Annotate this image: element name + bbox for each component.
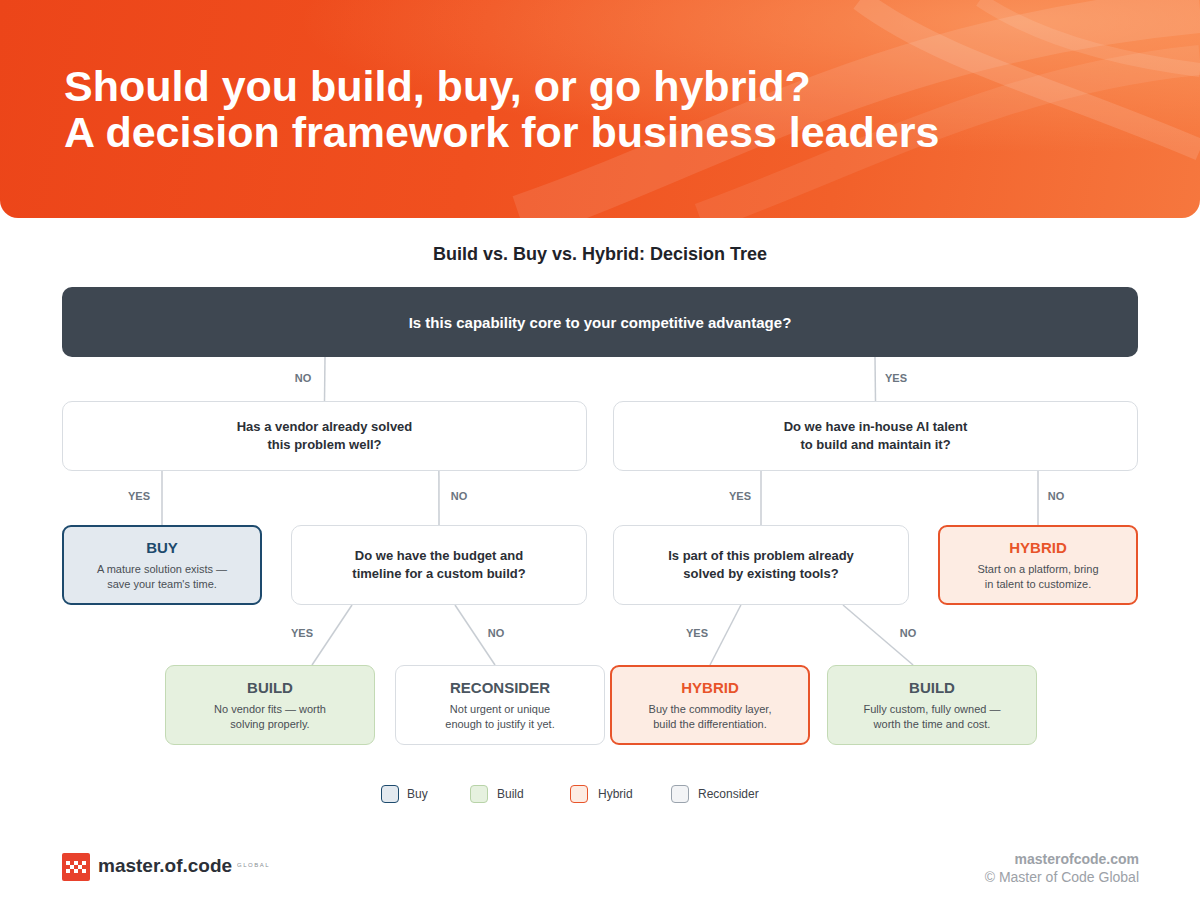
legend-label: Build xyxy=(497,787,524,802)
copyright: © Master of Code Global xyxy=(839,868,1139,886)
decision-box: Do we have in-house AI talent to build a… xyxy=(613,401,1138,471)
branch-label: NO xyxy=(900,627,917,639)
hybrid-outcome: HYBRID Start on a platform, bring in tale… xyxy=(938,525,1138,605)
outcome-description: No vendor fits — worth solving properly. xyxy=(205,702,335,732)
page-title: Should you build, buy, or go hybrid? xyxy=(64,63,811,109)
legend-label: Buy xyxy=(407,787,428,802)
outcome-heading: BUY xyxy=(146,539,178,557)
decision-box: Has a vendor already solved this problem… xyxy=(62,401,587,471)
connector-line xyxy=(874,357,876,401)
question-text: Is part of this problem already solved b… xyxy=(661,547,861,583)
root-question: Is this capability core to your competit… xyxy=(62,287,1138,357)
logo-icon xyxy=(62,853,90,881)
website: masterofcode.com xyxy=(839,850,1139,868)
legend-label: Hybrid xyxy=(598,787,633,802)
legend-swatch xyxy=(381,785,399,803)
question-text: Do we have in-house AI talent to build a… xyxy=(779,418,973,454)
outcome-description: Not urgent or unique enough to justify i… xyxy=(440,702,560,732)
connector-line xyxy=(312,605,352,665)
branch-label: NO xyxy=(488,627,505,639)
build-outcome: BUILD Fully custom, fully owned — worth t… xyxy=(827,665,1037,745)
connector-line xyxy=(161,471,163,525)
reconsider-outcome: RECONSIDER Not urgent or unique enough to… xyxy=(395,665,605,745)
outcome-heading: BUILD xyxy=(909,679,955,697)
legend-swatch xyxy=(671,785,689,803)
branch-label: NO xyxy=(451,490,468,502)
connector-line xyxy=(324,357,326,401)
outcome-description: Buy the commodity layer, build the diffe… xyxy=(645,702,775,732)
branch-label: YES xyxy=(885,372,907,384)
outcome-heading: HYBRID xyxy=(681,679,739,697)
connector-line xyxy=(1037,471,1039,525)
outcome-description: A mature solution exists — save your tea… xyxy=(92,562,232,592)
legend-label: Reconsider xyxy=(698,787,759,802)
buy-outcome: BUY A mature solution exists — save your … xyxy=(62,525,262,605)
branch-label: NO xyxy=(295,372,312,384)
connector-line xyxy=(438,471,440,525)
legend-swatch xyxy=(570,785,588,803)
branch-label: YES xyxy=(729,490,751,502)
branch-label: YES xyxy=(291,627,313,639)
branch-label: YES xyxy=(686,627,708,639)
build-outcome: BUILD No vendor fits — worth solving prop… xyxy=(165,665,375,745)
connector-line xyxy=(710,605,741,665)
outcome-heading: HYBRID xyxy=(1009,539,1067,557)
question-text: Has a vendor already solved this problem… xyxy=(230,418,420,454)
chart-heading: Build vs. Buy vs. Hybrid: Decision Tree xyxy=(300,243,900,265)
page-subtitle: A decision framework for business leader… xyxy=(64,109,939,155)
hybrid-outcome: HYBRID Buy the commodity layer, build the… xyxy=(610,665,810,745)
outcome-description: Fully custom, fully owned — worth the ti… xyxy=(857,702,1007,732)
legend-swatch xyxy=(470,785,488,803)
question-text: Do we have the budget and timeline for a… xyxy=(347,547,532,583)
outcome-description: Start on a platform, bring in talent to … xyxy=(975,562,1102,592)
branch-label: YES xyxy=(128,490,150,502)
question-text: Is this capability core to your competit… xyxy=(409,313,792,332)
brand-name: master.of.code xyxy=(98,854,232,878)
decision-box: Do we have the budget and timeline for a… xyxy=(291,525,587,605)
branch-label: NO xyxy=(1048,490,1065,502)
outcome-heading: RECONSIDER xyxy=(450,679,550,697)
brand-suffix: GLOBAL xyxy=(237,861,270,869)
decision-box: Is part of this problem already solved b… xyxy=(613,525,909,605)
connector-line xyxy=(760,471,762,525)
outcome-heading: BUILD xyxy=(247,679,293,697)
